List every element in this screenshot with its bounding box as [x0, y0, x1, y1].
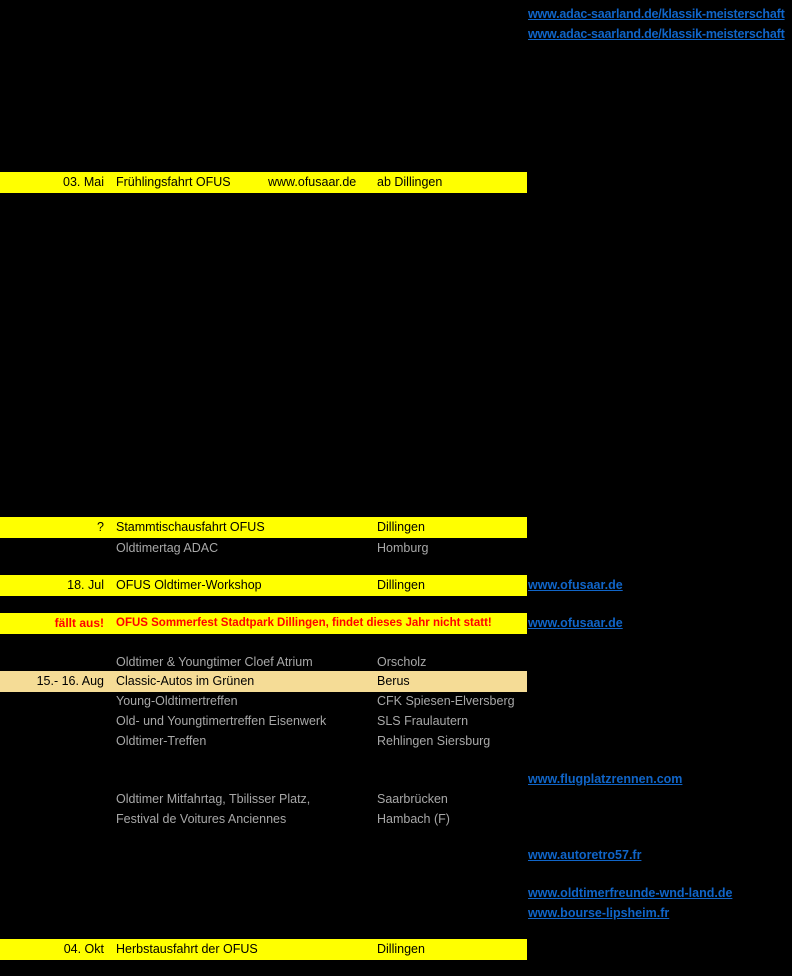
row-highlight-band — [0, 517, 527, 538]
event-title: Stammtischausfahrt OFUS — [116, 520, 265, 534]
event-title: Oldtimer & Youngtimer Cloef Atrium — [116, 655, 313, 669]
event-title: Classic-Autos im Grünen — [116, 674, 255, 688]
event-website-link[interactable]: www.bourse-lipsheim.fr — [528, 906, 670, 920]
event-location: Berus — [377, 674, 410, 688]
event-title: Old- und Youngtimertreffen Eisenwerk — [116, 714, 327, 728]
top-link-row: www.adac-saarland.de/klassik-meisterscha… — [0, 4, 792, 25]
event-title: Festival de Voitures Anciennes — [116, 812, 287, 826]
event-row: www.oldtimerfreunde-wnd-land.de — [0, 883, 792, 904]
event-location: Saarbrücken — [377, 792, 448, 806]
event-row: Oldtimertag ADAC Homburg — [0, 538, 792, 559]
row-highlight-band — [0, 671, 527, 692]
event-website-link[interactable]: www.oldtimerfreunde-wnd-land.de — [528, 886, 733, 900]
event-location: CFK Spiesen-Elversberg — [377, 694, 515, 708]
row-highlight-band — [0, 575, 527, 596]
event-date: 04. Okt — [63, 942, 104, 956]
event-row: fällt aus! OFUS Sommerfest Stadtpark Dill… — [0, 613, 792, 634]
event-extra-info: www.ofusaar.de — [268, 175, 357, 189]
event-row: Old- und Youngtimertreffen Eisenwerk SLS … — [0, 711, 792, 732]
event-row: 04. Okt Herbstausfahrt der OFUS Dillingen — [0, 939, 792, 960]
event-location: Hambach (F) — [377, 812, 450, 826]
row-highlight-band — [0, 939, 527, 960]
adac-klassik-meisterschaft-link[interactable]: www.adac-saarland.de/klassik-meisterscha… — [528, 7, 785, 21]
event-date: 03. Mai — [63, 175, 104, 189]
event-location: Homburg — [377, 541, 429, 555]
event-row: Oldtimer-Treffen Rehlingen Siersburg — [0, 731, 792, 752]
event-location: Rehlingen Siersburg — [377, 734, 491, 748]
event-title: Young-Oldtimertreffen — [116, 694, 238, 708]
event-date: ? — [97, 520, 104, 534]
event-row: 03. Mai Frühlingsfahrt OFUS www.ofusaar.de… — [0, 172, 792, 193]
event-date: 18. Jul — [67, 578, 104, 592]
event-title: Oldtimer-Treffen — [116, 734, 207, 748]
event-row: Oldtimer Mitfahrtag, Tbilisser Platz, Saa… — [0, 789, 792, 810]
event-title: Herbstausfahrt der OFUS — [116, 942, 258, 956]
event-row: 15.- 16. Aug Classic-Autos im Grünen Berus — [0, 671, 792, 692]
event-location: ab Dillingen — [377, 175, 443, 189]
event-row: Young-Oldtimertreffen CFK Spiesen-Elversb… — [0, 691, 792, 712]
row-highlight-band — [0, 613, 527, 634]
event-title: Frühlingsfahrt OFUS — [116, 175, 231, 189]
event-location: Dillingen — [377, 520, 425, 534]
event-row: www.flugplatzrennen.com — [0, 769, 792, 790]
event-website-link[interactable]: www.ofusaar.de — [528, 578, 623, 592]
event-row: 18. Jul OFUS Oldtimer-Workshop Dillingen ww… — [0, 575, 792, 596]
event-title: Oldtimertag ADAC — [116, 541, 219, 555]
event-date: 15.- 16. Aug — [36, 674, 104, 688]
event-row: www.bourse-lipsheim.fr — [0, 903, 792, 924]
event-title: OFUS Oldtimer-Workshop — [116, 578, 262, 592]
event-title: OFUS Sommerfest Stadtpark Dillingen, fin… — [116, 617, 492, 629]
event-location: Dillingen — [377, 942, 425, 956]
event-website-link[interactable]: www.ofusaar.de — [528, 616, 623, 630]
event-row: www.autoretro57.fr — [0, 845, 792, 866]
event-website-link[interactable]: www.flugplatzrennen.com — [528, 772, 683, 786]
event-location: Orscholz — [377, 655, 427, 669]
top-link-row: www.adac-saarland.de/klassik-meisterscha… — [0, 24, 792, 45]
event-location: Dillingen — [377, 578, 425, 592]
event-row: ? Stammtischausfahrt OFUS Dillingen — [0, 517, 792, 538]
event-title: Oldtimer Mitfahrtag, Tbilisser Platz, — [116, 792, 311, 806]
adac-klassik-meisterschaft-link[interactable]: www.adac-saarland.de/klassik-meisterscha… — [528, 27, 785, 41]
event-row: Festival de Voitures Anciennes Hambach (F… — [0, 809, 792, 830]
row-highlight-band — [0, 172, 527, 193]
event-location: SLS Fraulautern — [377, 714, 469, 728]
event-website-link[interactable]: www.autoretro57.fr — [528, 848, 642, 862]
event-row: Oldtimer & Youngtimer Cloef Atrium Orscho… — [0, 652, 792, 673]
event-date: fällt aus! — [54, 616, 104, 630]
